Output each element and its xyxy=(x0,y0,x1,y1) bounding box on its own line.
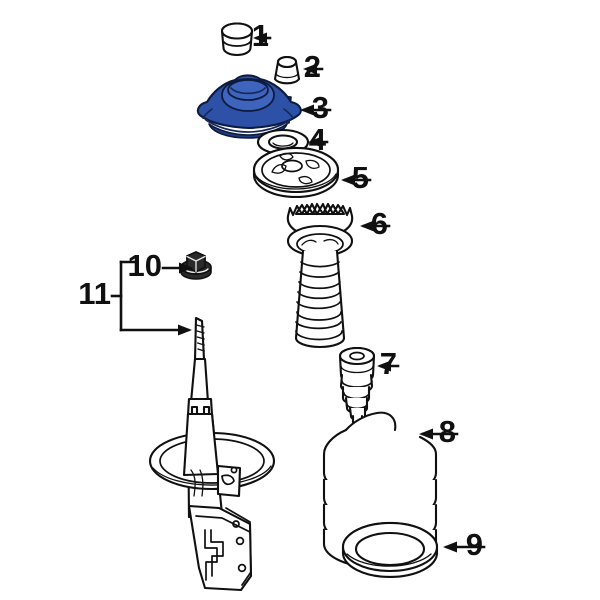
part-strut-mount[interactable] xyxy=(196,74,302,139)
callout-label-10: 2 xyxy=(304,49,321,84)
callout-label-6: 6 xyxy=(371,206,388,241)
callout-label-9: 3 xyxy=(312,90,329,125)
part-strut-assembly[interactable] xyxy=(148,316,276,592)
callout-label-5: 7 xyxy=(380,346,397,381)
part-bump-stop[interactable] xyxy=(338,346,376,427)
callout-leader-8 xyxy=(308,136,329,148)
callout-label-3: 9 xyxy=(466,527,483,562)
callout-leader-1 xyxy=(110,260,192,336)
callout-leader-4 xyxy=(419,428,459,440)
callout-leader-9 xyxy=(300,104,332,116)
part-strut-mount-nut[interactable] xyxy=(180,251,212,280)
callout-label-11: 1 xyxy=(252,18,269,53)
part-dust-cap[interactable] xyxy=(220,22,254,57)
callout-leader-11 xyxy=(253,32,272,44)
callout-leader-7 xyxy=(341,174,372,186)
callout-leader-10 xyxy=(303,63,324,75)
callout-label-2: 10 xyxy=(128,248,162,283)
callout-leader-3 xyxy=(443,541,486,553)
callout-label-4: 8 xyxy=(439,414,456,449)
part-dust-boot[interactable] xyxy=(286,202,354,349)
callout-leader-5 xyxy=(377,360,400,372)
callout-leader-2 xyxy=(161,262,193,274)
callout-label-7: 5 xyxy=(352,160,369,195)
callout-label-1: 11 xyxy=(78,276,111,311)
part-upper-spring-seat[interactable] xyxy=(252,146,340,199)
callout-leader-6 xyxy=(360,220,391,232)
callout-label-8: 4 xyxy=(309,122,327,157)
part-mount-bushing[interactable] xyxy=(273,55,301,85)
part-lower-spring-insulator[interactable] xyxy=(341,521,439,579)
